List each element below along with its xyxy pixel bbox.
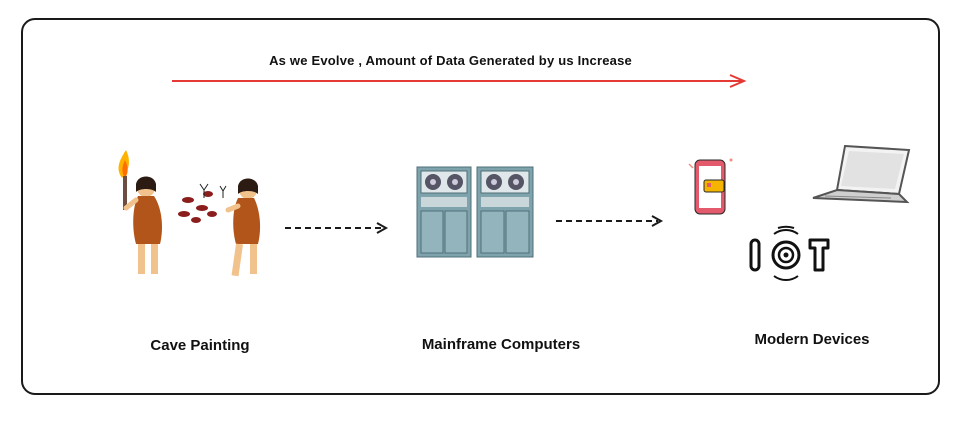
- modern-devices-label: Modern Devices: [754, 331, 870, 348]
- cave-painting-stage: [108, 148, 278, 283]
- mainframe-computers-label: Mainframe Computers: [421, 336, 581, 353]
- smartphone-icon: [688, 158, 733, 215]
- mainframe-icon: [416, 166, 534, 258]
- dashed-arrow-1: [285, 222, 389, 234]
- modern-devices-icon: [688, 144, 911, 215]
- mainframe-stage: [415, 165, 535, 260]
- modern-devices-stage: [685, 140, 920, 280]
- iot-logo: [748, 222, 833, 282]
- cave-people-icon: [118, 150, 261, 277]
- evolution-headline: As we Evolve , Amount of Data Generated …: [0, 53, 971, 68]
- evolution-arrow: [172, 74, 747, 88]
- diagram-frame: [21, 18, 940, 395]
- cave-painting-label: Cave Painting: [150, 337, 250, 354]
- dashed-arrow-2: [556, 215, 664, 227]
- laptop-icon: [812, 144, 911, 204]
- evolution-headline-text: As we Evolve , Amount of Data Generated …: [269, 53, 632, 68]
- iot-icon: [749, 225, 830, 281]
